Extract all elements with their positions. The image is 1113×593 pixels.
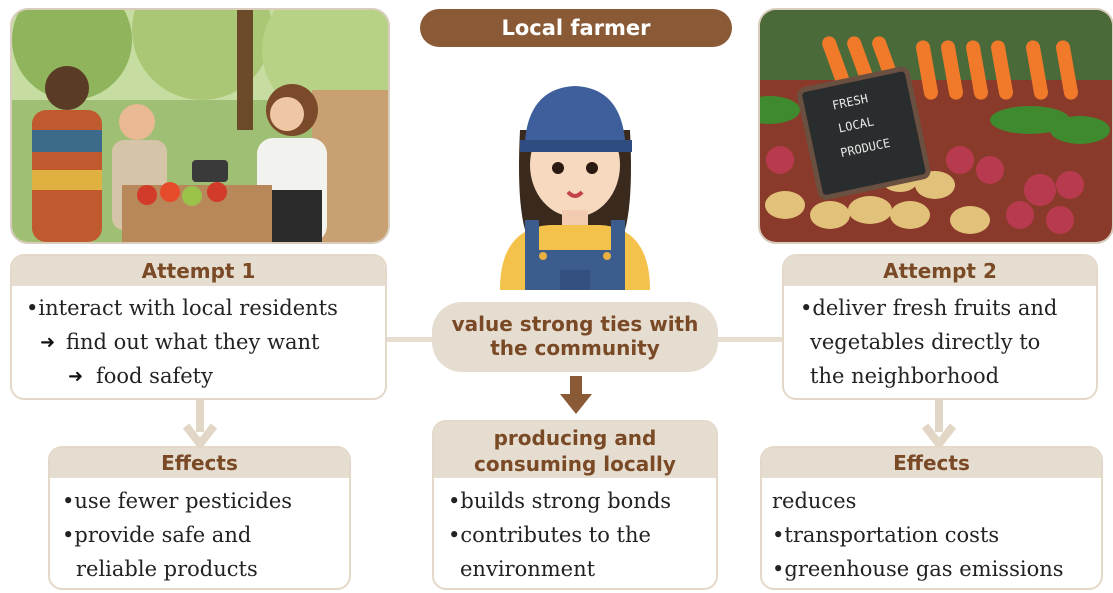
value-pill: value strong ties with the community — [432, 302, 718, 372]
arrow-down-left-icon — [182, 400, 218, 448]
result-line1: •builds strong bonds — [448, 489, 672, 513]
result-line2: •contributes to the — [448, 523, 651, 547]
attempt2-line3: the neighborhood — [810, 364, 1000, 388]
value-pill-line1: value strong ties with — [451, 312, 699, 336]
right-connector — [718, 337, 782, 342]
farmers-market-illustration — [12, 10, 388, 242]
attempt2-line2: vegetables directly to — [810, 330, 1041, 354]
result-header-line2: consuming locally — [474, 452, 676, 476]
farmers-market-photo — [10, 8, 390, 244]
arrow-right-icon: ➜ — [68, 366, 84, 387]
fresh-produce-photo: FRESH LOCAL PRODUCE — [758, 8, 1113, 244]
arrow-down-center-icon — [560, 376, 592, 414]
left-connector — [387, 337, 437, 342]
effects-left-header: Effects — [50, 448, 349, 478]
attempt1-line3: food safety — [96, 364, 213, 388]
effects-right-line2: •transportation costs — [772, 523, 1000, 547]
result-header: producing and consuming locally — [434, 422, 716, 478]
attempt1-header: Attempt 1 — [12, 256, 385, 286]
result-header-line1: producing and — [493, 426, 657, 450]
attempt1-line2: find out what they want — [66, 330, 320, 354]
title-pill — [420, 9, 732, 47]
effects-right-line1: reduces — [772, 489, 857, 513]
effects-left-line2: •provide safe and — [62, 523, 252, 547]
attempt2-header: Attempt 2 — [784, 256, 1096, 286]
effects-right-line3: •greenhouse gas emissions — [772, 557, 1064, 581]
arrow-down-right-icon — [921, 400, 957, 448]
arrow-right-icon: ➜ — [40, 332, 56, 353]
attempt1-line1: •interact with local residents — [26, 296, 338, 320]
produce-illustration — [760, 10, 1112, 242]
result-line3: environment — [460, 557, 596, 581]
page-title: Local farmer — [501, 16, 651, 40]
attempt2-line1: •deliver fresh fruits and — [800, 296, 1058, 320]
effects-left-line1: •use fewer pesticides — [62, 489, 293, 513]
value-pill-line2: the community — [490, 336, 660, 360]
effects-left-line3: reliable products — [76, 557, 258, 581]
farmer-icon — [500, 86, 650, 290]
effects-right-header: Effects — [762, 448, 1101, 478]
